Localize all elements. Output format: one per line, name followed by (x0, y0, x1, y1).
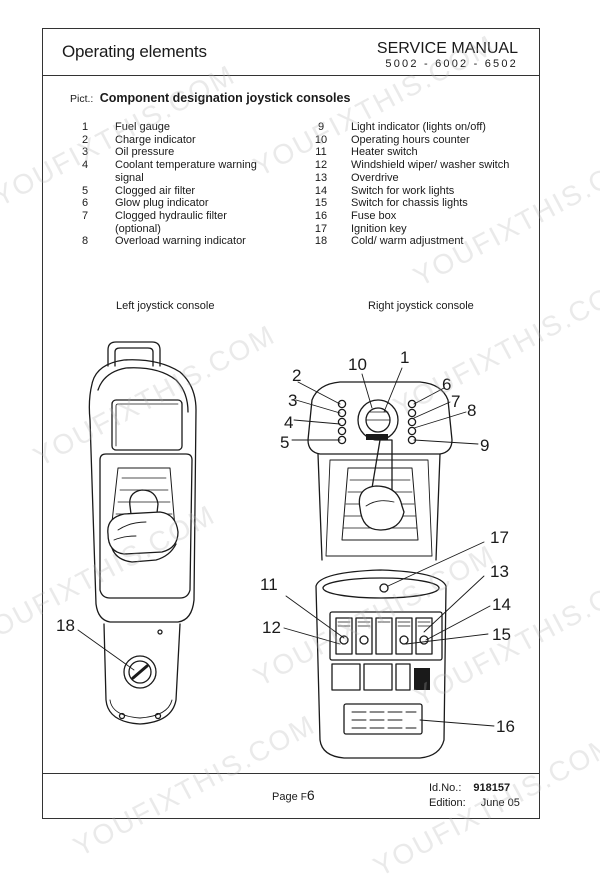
callout-11: 11 (260, 575, 278, 594)
callout-4: 4 (284, 413, 294, 432)
left-console-caption: Left joystick console (116, 300, 215, 312)
callout-17: 17 (490, 528, 509, 547)
callout-2: 2 (292, 366, 302, 385)
right-joystick-console (283, 367, 495, 759)
callout-18: 18 (56, 616, 75, 635)
id-label: Id.No.: (429, 782, 462, 794)
picture-heading: Pict.: Component designation joystick co… (70, 91, 350, 105)
legend-item-continuation: signal (115, 171, 144, 184)
callout-9: 9 (480, 436, 490, 455)
right-console-caption: Right joystick console (368, 300, 474, 312)
callout-12: 12 (262, 618, 281, 637)
document-info: Id.No.: 918157 Edition: June 05 (429, 781, 520, 810)
callout-7: 7 (451, 392, 461, 411)
callout-6: 6 (442, 375, 452, 394)
callout-3: 3 (288, 391, 298, 410)
edition-value: June 05 (480, 796, 520, 809)
legend-item-continuation: (optional) (115, 222, 161, 235)
id-value: 918157 (473, 782, 511, 794)
edition-label: Edition: (429, 796, 466, 809)
footer-divider (42, 773, 540, 774)
callout-16: 16 (496, 717, 515, 736)
callout-5: 5 (280, 433, 290, 452)
picture-title: Component designation joystick consoles (99, 91, 351, 105)
page-frame (42, 28, 540, 819)
callout-10: 10 (348, 355, 367, 374)
callout-15: 15 (492, 625, 511, 644)
callout-8: 8 (467, 401, 477, 420)
console-illustration (77, 341, 495, 759)
header-divider (42, 75, 540, 76)
page-number: Page F6 (272, 787, 315, 803)
picture-label: Pict.: (70, 93, 94, 105)
callout-14: 14 (492, 595, 511, 614)
callout-1: 1 (400, 348, 410, 367)
left-joystick-console (77, 341, 197, 725)
page-title: Operating elements (62, 42, 207, 61)
model-numbers: 5002 - 6002 - 6502 (385, 58, 518, 70)
manual-title: SERVICE MANUAL (376, 40, 518, 57)
callout-13: 13 (490, 562, 509, 581)
